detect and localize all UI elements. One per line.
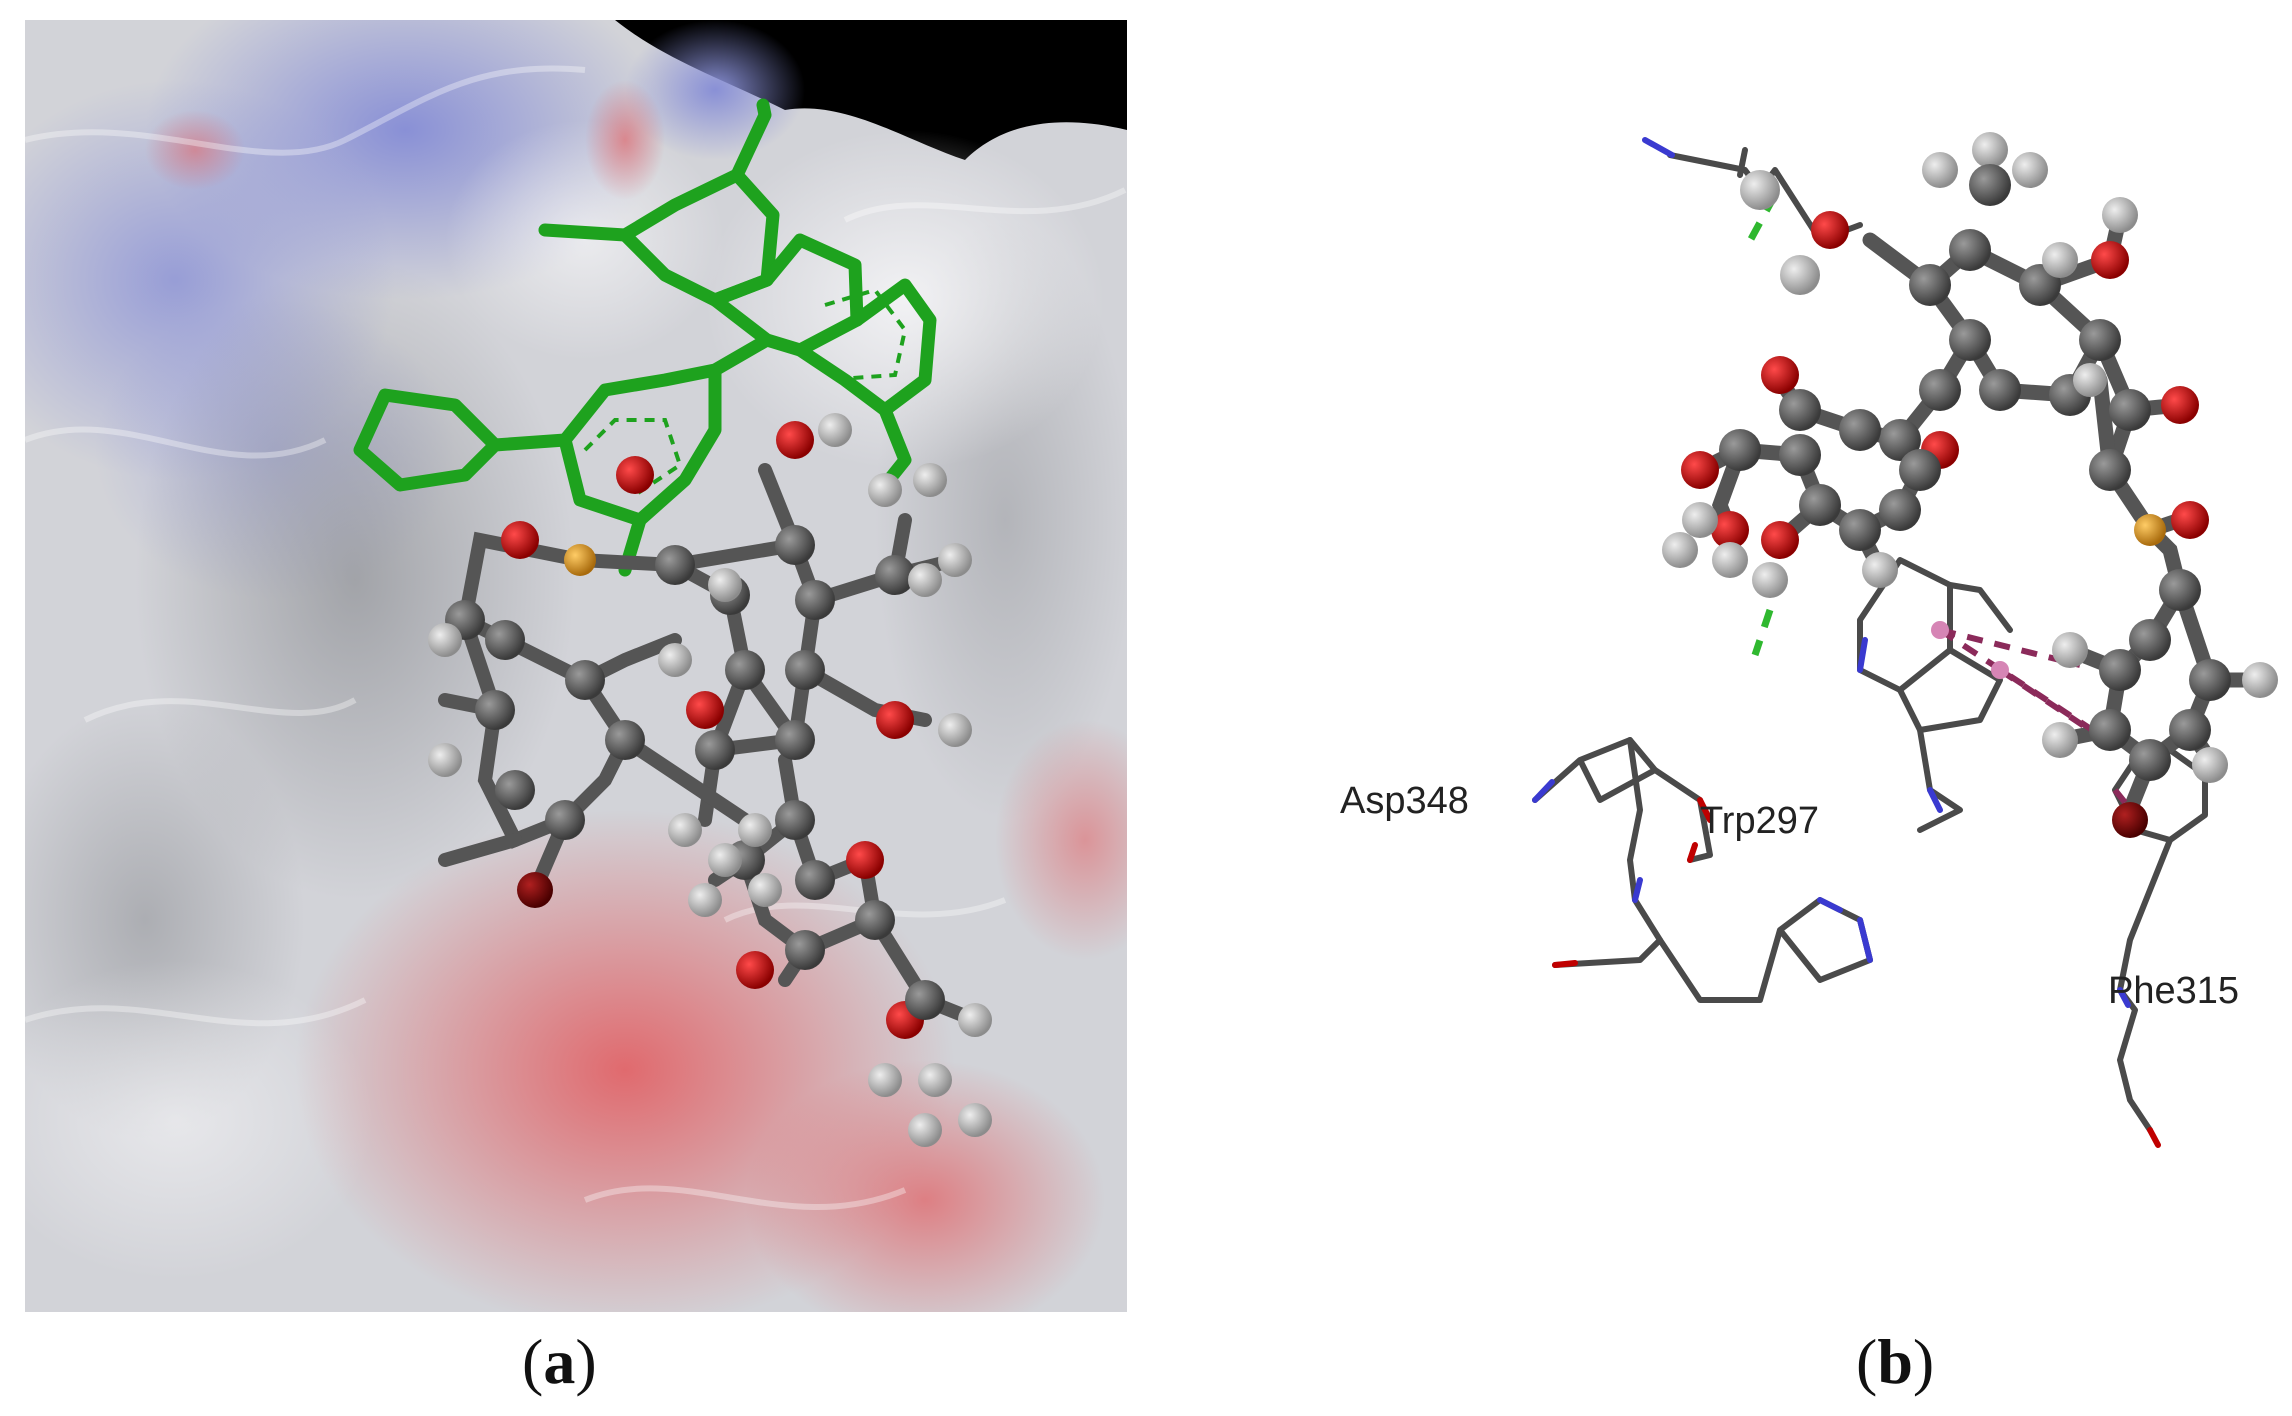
docked-ligand-atoms [428,413,992,1147]
panel-a-surface-view [25,20,1127,1312]
phosphorus-atom [2134,514,2166,546]
panel-b-image [1532,132,2278,1148]
nitrogen-bonds [1532,137,2131,1008]
oxygen-bonds [1552,797,2161,1148]
phosphorus-atom [564,544,596,576]
residue-label-asp348: Asp348 [1340,780,1469,822]
bromine-atom [517,872,553,908]
panel-a-image [25,20,1127,1312]
ligand-atoms [1662,132,2278,838]
surface-contours [25,65,1127,1211]
panel-b-interaction-view: Asp348 Trp297 Phe315 [1300,110,2280,1260]
residue-label-phe315: Phe315 [2108,970,2240,1012]
reference-ligand [353,98,937,577]
residue-sticks [1532,147,2208,1133]
bromine-atom [2112,802,2148,838]
residue-label-trp297: Trp297 [1700,800,1819,842]
caption-panel-a: (a) [522,1326,597,1397]
caption-panel-b: (b) [1856,1326,1935,1397]
